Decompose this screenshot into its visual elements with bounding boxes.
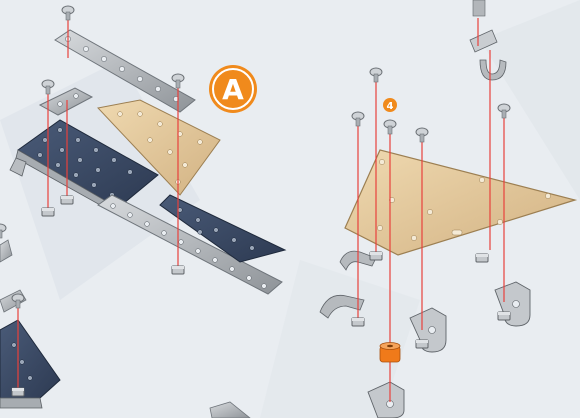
nut-icon [416, 340, 428, 348]
nut-icon [172, 266, 184, 274]
nut-icon [61, 196, 73, 204]
sub-step-badge: 4 [383, 98, 397, 112]
nut-icon [370, 252, 382, 260]
step-badge-label: A [222, 73, 244, 106]
nut-icon [12, 388, 24, 396]
spacer-icon [380, 343, 400, 363]
sub-step-number: 4 [387, 101, 394, 112]
nut-icon [352, 318, 364, 326]
nut-icon [42, 208, 54, 216]
nut-icon [476, 254, 488, 262]
step-badge: A [209, 65, 257, 113]
nut-icon [498, 312, 510, 320]
